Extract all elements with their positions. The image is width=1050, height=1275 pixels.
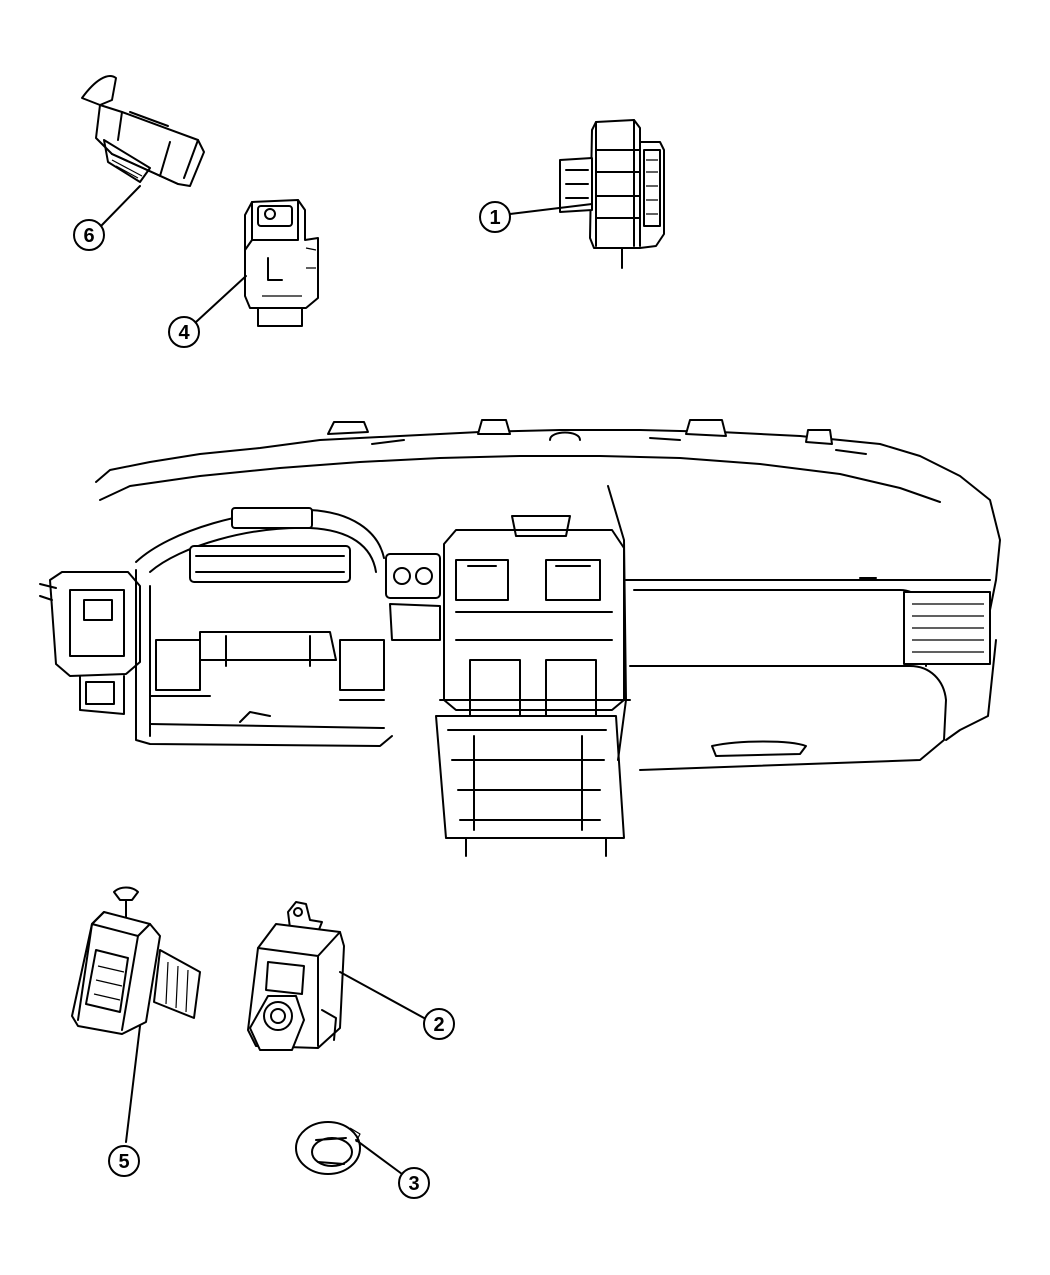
callout-1-label: 1 <box>489 207 500 229</box>
part-3-bezel-ring <box>295 1121 361 1175</box>
callout-6-label: 6 <box>83 225 94 247</box>
callout-5-label: 5 <box>118 1151 129 1173</box>
part-5-switch <box>71 886 201 1035</box>
callout-2-label: 2 <box>433 1014 444 1036</box>
callout-3-label: 3 <box>408 1173 419 1195</box>
part-6-switch <box>81 75 205 187</box>
part-2-ignition-switch <box>247 901 345 1051</box>
callout-5: 5 <box>108 1145 140 1177</box>
part-1-switch <box>559 119 665 269</box>
callout-3: 3 <box>398 1167 430 1199</box>
leader-lines <box>100 185 593 1175</box>
callout-4: 4 <box>168 316 200 348</box>
callout-4-label: 4 <box>178 322 190 344</box>
part-4-switch <box>244 199 319 327</box>
instrument-panel-assembly <box>39 419 1001 857</box>
callout-6: 6 <box>73 219 105 251</box>
callout-2: 2 <box>423 1008 455 1040</box>
callout-1: 1 <box>479 201 511 233</box>
